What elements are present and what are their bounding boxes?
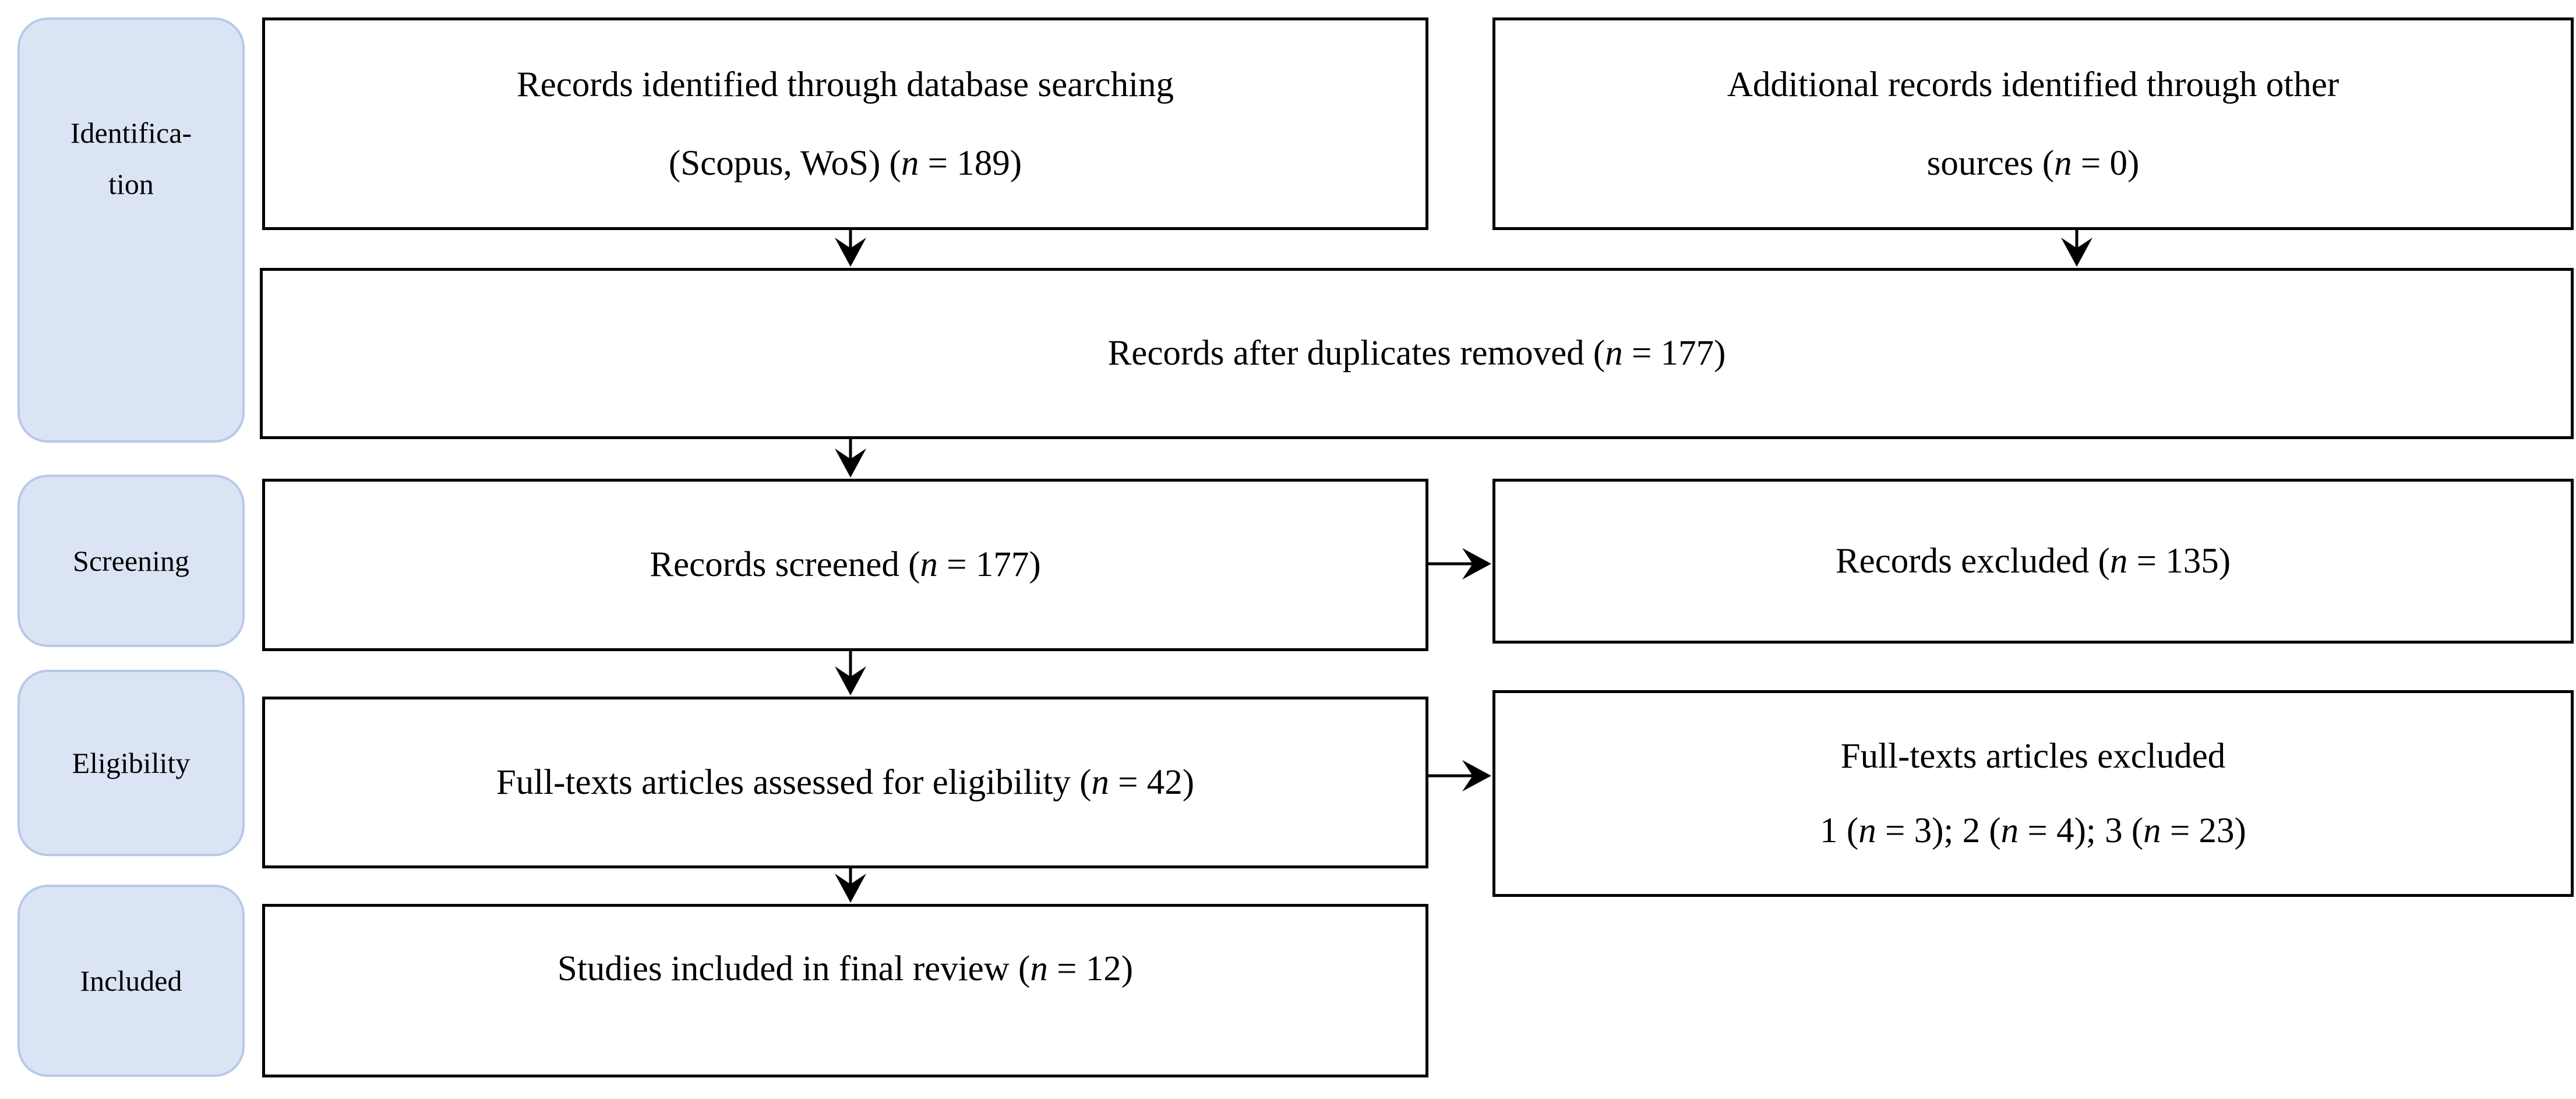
arrow-screened-to-fulltext [835, 651, 866, 695]
arrow-fulltext-to-included [835, 868, 866, 903]
box-records-screened-label: Records screened (n = 177) [650, 545, 1041, 584]
sidebar-phase-identification: Identifica- tion [17, 17, 245, 443]
phase-label-identification-line2: tion [108, 168, 154, 200]
arrow-additional-to-duplicates [2061, 230, 2092, 267]
sidebar-phase-eligibility: Eligibility [17, 670, 245, 856]
box-additional-records-line1: Additional records identified through ot… [1727, 65, 2339, 104]
phase-label-screening: Screening [73, 545, 189, 577]
box-studies-included-label: Studies included in final review (n = 12… [557, 949, 1134, 988]
arrow-duplicates-to-screened [835, 439, 866, 478]
arrow-screened-to-excluded [1428, 548, 1491, 579]
box-duplicates-removed-label: Records after duplicates removed (n = 17… [1107, 334, 1726, 373]
box-fulltext-excluded-line2: 1 (n = 3); 2 (n = 4); 3 (n = 23) [1820, 811, 2246, 850]
phase-label-included: Included [80, 964, 182, 997]
box-fulltext-excluded-line1: Full-texts articles excluded [1840, 736, 2226, 776]
box-fulltext-assessed: Full-texts articles assessed for eligibi… [262, 697, 1428, 868]
sidebar-phase-included: Included [17, 885, 245, 1077]
box-records-identified-line2: (Scopus, WoS) (n = 189) [668, 143, 1022, 183]
box-records-identified: Records identified through database sear… [262, 17, 1428, 230]
box-records-identified-line1: Records identified through database sear… [516, 65, 1174, 104]
phase-label-identification-line1: Identifica- [70, 116, 192, 149]
box-records-screened: Records screened (n = 177) [262, 479, 1428, 651]
box-studies-included: Studies included in final review (n = 12… [262, 904, 1428, 1077]
box-additional-records-line2: sources (n = 0) [1926, 143, 2140, 183]
box-fulltext-assessed-label: Full-texts articles assessed for eligibi… [496, 762, 1195, 802]
arrow-identified-to-duplicates [835, 230, 866, 267]
arrow-fulltext-to-ftexcluded [1428, 760, 1491, 791]
box-records-excluded: Records excluded (n = 135) [1492, 479, 2574, 644]
sidebar-phase-screening: Screening [17, 475, 245, 647]
box-duplicates-removed: Records after duplicates removed (n = 17… [260, 268, 2574, 439]
box-fulltext-excluded: Full-texts articles excluded 1 (n = 3); … [1492, 690, 2574, 897]
box-additional-records: Additional records identified through ot… [1492, 17, 2574, 230]
box-records-excluded-label: Records excluded (n = 135) [1835, 541, 2231, 581]
phase-label-eligibility: Eligibility [72, 747, 190, 779]
